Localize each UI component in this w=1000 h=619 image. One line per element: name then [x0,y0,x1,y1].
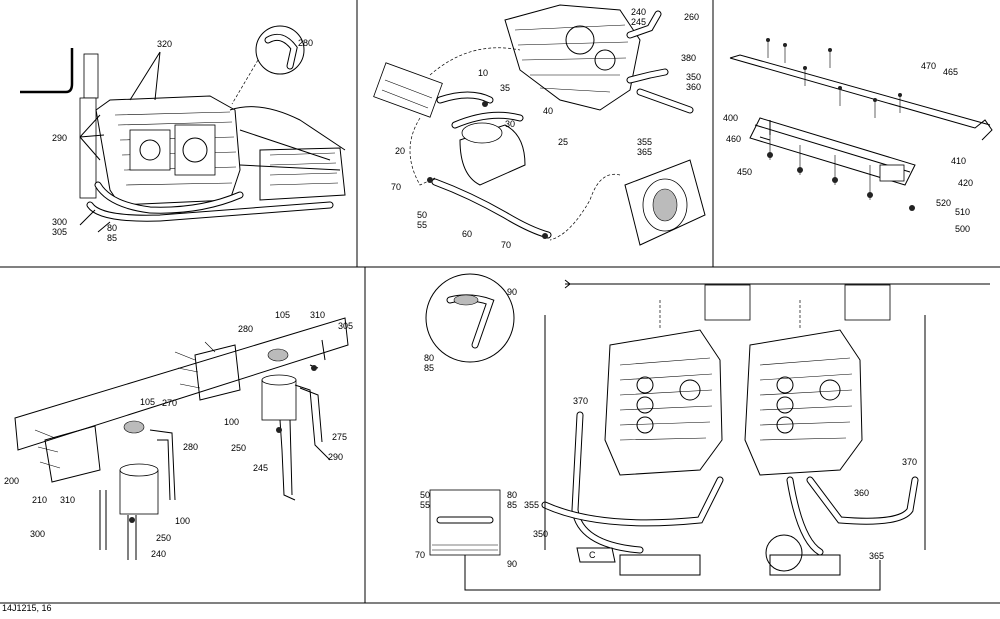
callout-label: 90 [507,287,517,297]
callout-label: 310 [60,495,75,505]
callout-label: 365 [869,551,884,561]
callout-label: 300 [52,217,67,227]
callout-label: 245 [631,17,646,27]
callout-label: 420 [958,178,973,188]
callout-label: 70 [391,182,401,192]
callout-label: 25 [558,137,568,147]
callout-label: 70 [501,240,511,250]
callout-label: 50 [417,210,427,220]
callout-label: 350 [686,72,701,82]
drawing-code: 14J1215, 16 [2,603,52,613]
callout-label: 90 [507,559,517,569]
callout-label: 210 [32,495,47,505]
callout-label: 410 [951,156,966,166]
callout-label: 85 [507,500,517,510]
callout-label: 245 [253,463,268,473]
callout-label: 250 [231,443,246,453]
callout-label: 275 [332,432,347,442]
callout-label: 360 [686,82,701,92]
callout-label: 380 [681,53,696,63]
callout-label: 85 [107,233,117,243]
panel-d-reservoir-illustration [14,317,349,560]
callout-label: 355 [524,500,539,510]
callout-label: 80 [424,353,434,363]
callout-label: 105 [140,397,155,407]
callout-label: 50 [420,490,430,500]
callout-label: 260 [684,12,699,22]
callout-label: 310 [310,310,325,320]
callout-label: 85 [424,363,434,373]
callout-label: 355 [637,137,652,147]
callout-label: 280 [238,324,253,334]
callout-label: 100 [224,417,239,427]
callout-label: 370 [573,396,588,406]
callout-label: 10 [478,68,488,78]
callout-label: 20 [395,146,405,156]
callout-label: 35 [500,83,510,93]
callout-label: 55 [417,220,427,230]
callout-label: 300 [30,529,45,539]
callout-label: 250 [156,533,171,543]
callout-label: 305 [52,227,67,237]
callout-label: 290 [328,452,343,462]
callout-label: 370 [902,457,917,467]
callout-label: 100 [175,516,190,526]
callout-label: 60 [462,229,472,239]
callout-label: 70 [415,550,425,560]
callout-label: 470 [921,61,936,71]
callout-label: 450 [737,167,752,177]
callout-label: 200 [4,476,19,486]
callout-label: 520 [936,198,951,208]
callout-label: 270 [162,398,177,408]
callout-label: 280 [298,38,313,48]
callout-label: 105 [275,310,290,320]
callout-label: 400 [723,113,738,123]
callout-label: 80 [507,490,517,500]
section-marker: C [589,550,596,560]
panel-c-plate-illustration [729,38,993,211]
panel-b-engine-illustration [373,4,706,246]
callout-label: 500 [955,224,970,234]
callout-label: 320 [157,39,172,49]
callout-label: 365 [637,147,652,157]
callout-label: 510 [955,207,970,217]
callout-label: 40 [543,106,553,116]
callout-label: 465 [943,67,958,77]
callout-label: 305 [338,321,353,331]
callout-label: 240 [151,549,166,559]
callout-label: 350 [533,529,548,539]
callout-label: 460 [726,134,741,144]
callout-label: 55 [420,500,430,510]
panel-e-twin-engine-illustration [425,273,990,591]
callout-label: 30 [505,119,515,129]
panel-a-engine-illustration [20,25,346,233]
callout-label: 280 [183,442,198,452]
callout-label: 80 [107,223,117,233]
callout-label: 360 [854,488,869,498]
callout-label: 240 [631,7,646,17]
callout-label: 290 [52,133,67,143]
